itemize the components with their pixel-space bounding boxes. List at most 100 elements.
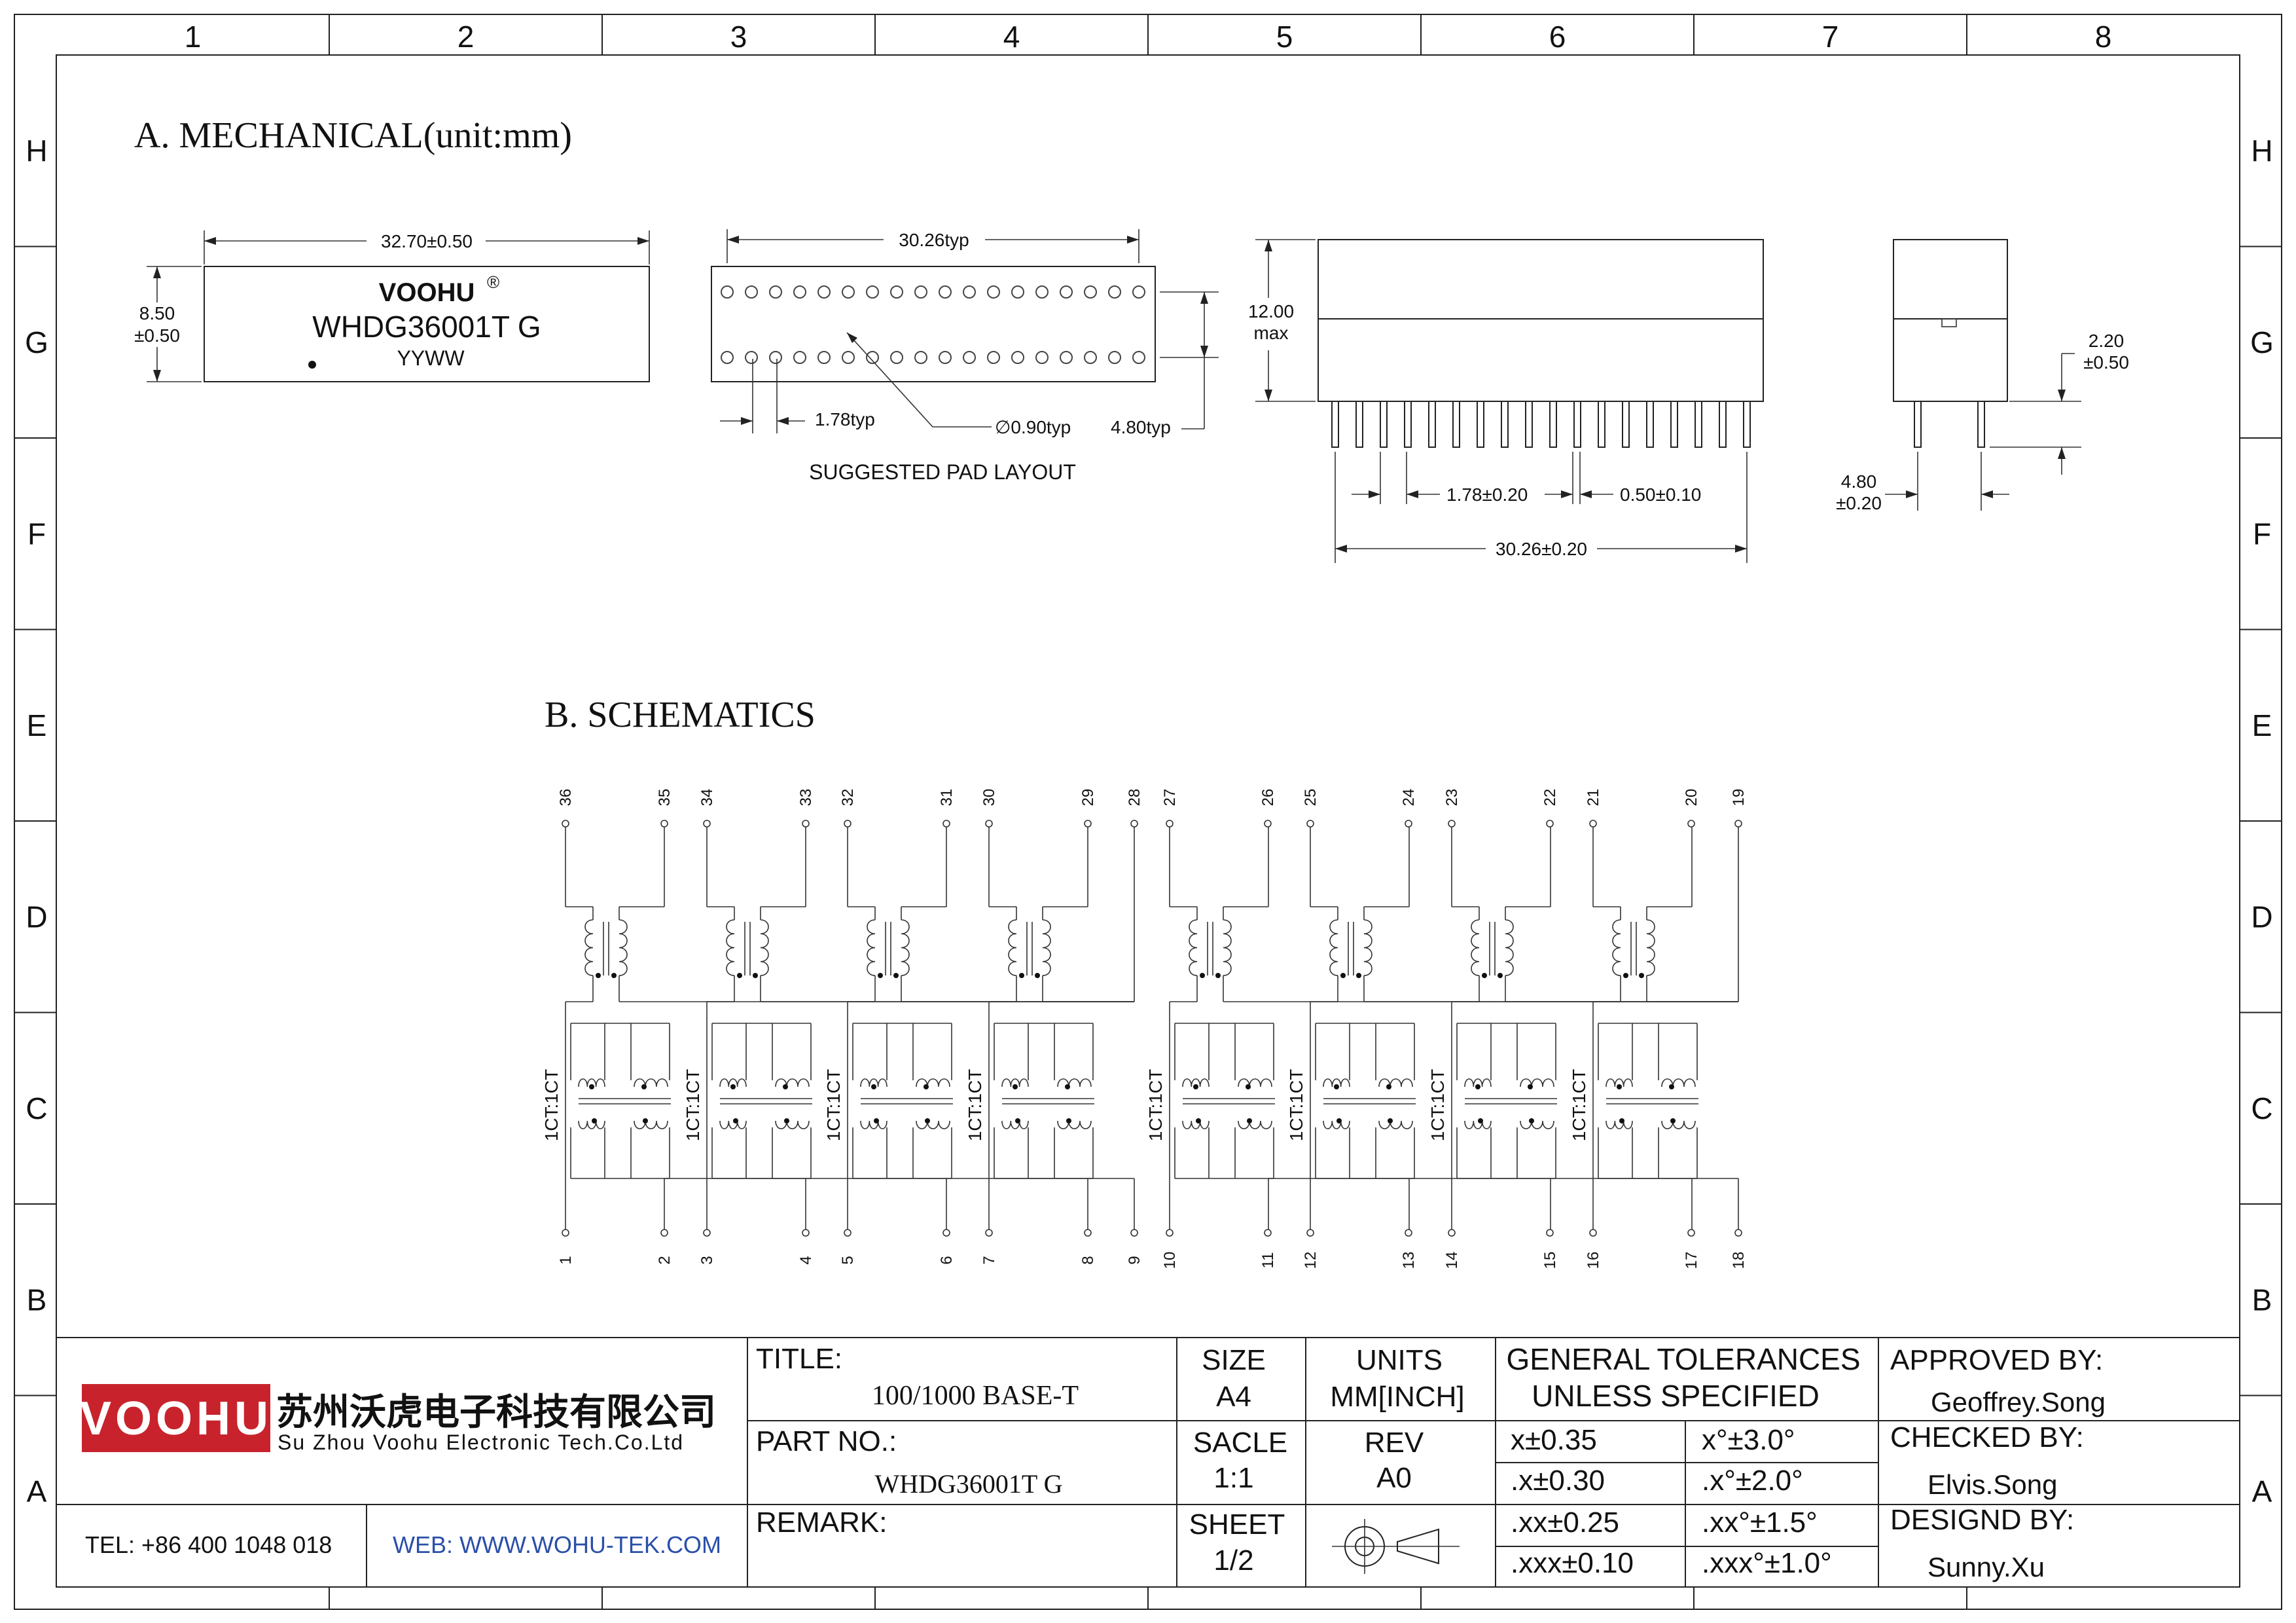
polarity-dot bbox=[1193, 1084, 1198, 1089]
polarity-dot bbox=[611, 973, 617, 978]
pad-hole bbox=[842, 285, 855, 299]
side-pin bbox=[1428, 401, 1436, 448]
row-label-left: E bbox=[27, 708, 47, 742]
row-label-left: H bbox=[26, 134, 47, 168]
choke-winding bbox=[1182, 1078, 1210, 1087]
polarity-dot bbox=[1336, 1118, 1342, 1123]
pin-number-top: 35 bbox=[656, 789, 673, 807]
units-label: UNITS bbox=[1356, 1344, 1443, 1376]
ratio-label: 1CT:1CT bbox=[683, 1069, 703, 1141]
pin-number-top: 28 bbox=[1126, 789, 1143, 807]
side-pin bbox=[1719, 401, 1727, 448]
side-pitch-dim: 1.78±0.20 bbox=[1446, 484, 1528, 505]
polarity-dot bbox=[1670, 1118, 1676, 1123]
side-pin bbox=[1525, 401, 1533, 448]
polarity-dot bbox=[1035, 973, 1040, 978]
pad-hole-dim: ∅0.90typ bbox=[995, 417, 1071, 437]
choke-winding bbox=[1605, 1078, 1633, 1087]
choke-winding bbox=[1182, 1120, 1210, 1129]
pin-number-top: 22 bbox=[1541, 789, 1559, 807]
transformer-winding bbox=[1646, 919, 1655, 976]
transformer-winding bbox=[1471, 919, 1480, 976]
pin-terminal bbox=[1264, 820, 1272, 828]
polarity-dot bbox=[643, 1118, 648, 1123]
pad-hole bbox=[939, 351, 952, 364]
polarity-dot bbox=[1340, 973, 1346, 978]
pad-hole bbox=[745, 351, 758, 364]
pin-number-top: 33 bbox=[797, 789, 815, 807]
side-pin bbox=[1355, 401, 1363, 448]
pin-terminal bbox=[1448, 820, 1456, 828]
pad-hole bbox=[1084, 285, 1097, 299]
polarity-dot bbox=[1617, 1084, 1622, 1089]
pin-terminal bbox=[1687, 820, 1695, 828]
pin-terminal bbox=[1130, 820, 1138, 828]
pad-row-dim: 4.80typ bbox=[1111, 417, 1171, 437]
row-label-right: A bbox=[2252, 1474, 2272, 1508]
part-label: PART NO.: bbox=[756, 1425, 897, 1457]
row-label-left: D bbox=[26, 900, 47, 934]
pin-terminal bbox=[1166, 1229, 1174, 1237]
ratio-label: 1CT:1CT bbox=[965, 1069, 985, 1141]
column-label: 3 bbox=[730, 20, 747, 54]
pin-number-top: 20 bbox=[1683, 789, 1700, 807]
approved-label: APPROVED BY: bbox=[1890, 1344, 2103, 1376]
linear-tolerance: .xxx±0.10 bbox=[1511, 1547, 1634, 1579]
row-label-right: D bbox=[2251, 900, 2272, 934]
choke-winding bbox=[775, 1078, 810, 1087]
pin-terminal bbox=[1166, 820, 1174, 828]
transformer-winding bbox=[1329, 919, 1338, 976]
pin-terminal bbox=[703, 820, 711, 828]
transformer-winding bbox=[1008, 919, 1017, 976]
part-value: WHDG36001T G bbox=[874, 1469, 1062, 1499]
polarity-dot bbox=[1013, 1084, 1018, 1089]
side-view-pins bbox=[1331, 401, 1751, 448]
approved-value: Geoffrey.Song bbox=[1931, 1387, 2106, 1417]
pad-hole bbox=[987, 285, 1000, 299]
registered-mark: ® bbox=[487, 272, 499, 292]
top-view: 32.70±0.50 8.50 ±0.50 VOOHU ® WHDG36001T… bbox=[134, 230, 650, 382]
pin-terminal bbox=[1546, 1229, 1554, 1237]
polarity-dot bbox=[878, 973, 883, 978]
pin-number-bottom: 18 bbox=[1730, 1252, 1748, 1269]
row-label-left: B bbox=[27, 1283, 47, 1317]
pad-layout: 30.26typ 1.78typ ∅0.90typ 4.80typ SUGGES… bbox=[711, 229, 1219, 484]
side-pin bbox=[1622, 401, 1630, 448]
polarity-dot bbox=[592, 1118, 597, 1123]
pin-terminal bbox=[802, 1229, 810, 1237]
transformer-winding bbox=[1612, 919, 1621, 976]
size-label: SIZE bbox=[1202, 1344, 1266, 1376]
pad-hole bbox=[1035, 285, 1049, 299]
pin-number-bottom: 14 bbox=[1443, 1252, 1461, 1269]
choke-winding bbox=[1323, 1120, 1350, 1129]
mechanical-heading: A. MECHANICAL(unit:mm) bbox=[134, 115, 572, 156]
ratio-label: 1CT:1CT bbox=[1145, 1069, 1166, 1141]
pad-hole bbox=[721, 351, 734, 364]
side-pin bbox=[1501, 401, 1509, 448]
side-pin-width-dim: 0.50±0.10 bbox=[1620, 484, 1701, 505]
column-label: 7 bbox=[1822, 20, 1839, 54]
pad-hole bbox=[793, 351, 806, 364]
pad-hole bbox=[793, 285, 806, 299]
top-view-body bbox=[204, 266, 650, 382]
polarity-dot bbox=[1498, 973, 1503, 978]
row-label-left: A bbox=[27, 1474, 47, 1508]
choke-winding bbox=[1520, 1120, 1554, 1129]
pin-number-top: 30 bbox=[980, 789, 998, 807]
brand-marking: VOOHU bbox=[379, 278, 475, 307]
pin-terminal bbox=[844, 820, 852, 828]
transformer-winding bbox=[584, 919, 594, 976]
zone-marks bbox=[14, 14, 2282, 1609]
design-label: DESIGND BY: bbox=[1890, 1504, 2074, 1536]
polarity-dot bbox=[1475, 1084, 1480, 1089]
polarity-dot bbox=[1528, 1084, 1533, 1089]
choke-winding bbox=[1661, 1078, 1696, 1087]
top-height-dim: 8.50 bbox=[139, 303, 175, 323]
pad-hole bbox=[866, 351, 879, 364]
pad-hole bbox=[1060, 351, 1073, 364]
polarity-dot bbox=[874, 1118, 879, 1123]
side-pin bbox=[1380, 401, 1388, 448]
choke-winding bbox=[1057, 1120, 1092, 1129]
